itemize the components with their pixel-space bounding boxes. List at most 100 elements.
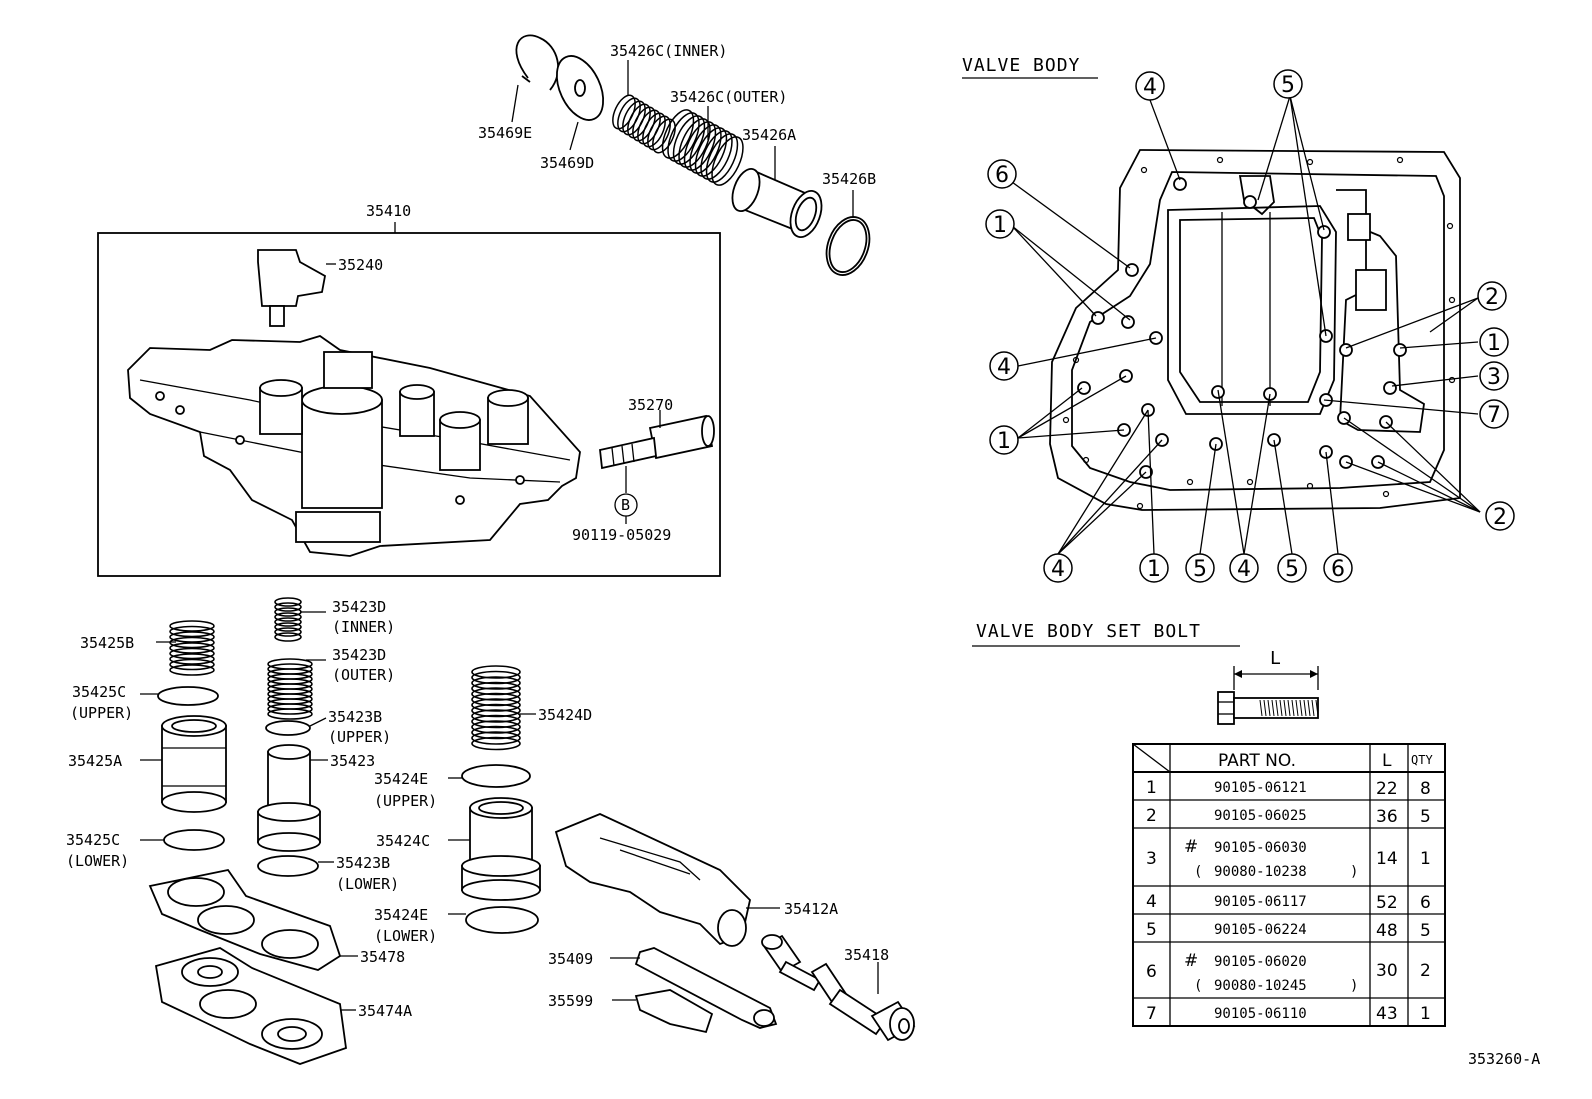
table-row-alt-part: 90080-10245 (1214, 978, 1307, 994)
plate-35599 (634, 989, 714, 1034)
circled-number: 4 (1135, 71, 1165, 101)
table-row-part: 90105-06020 (1214, 954, 1307, 970)
label-35425C-upper-a: 35425C (72, 683, 126, 701)
svg-text:6: 6 (1331, 557, 1345, 582)
table-row-part: 90105-06110 (1214, 1006, 1307, 1022)
svg-text:1: 1 (993, 213, 1007, 238)
circled-number: 1 (985, 209, 1015, 239)
spring-35426C-inner (612, 94, 676, 154)
label-35426B: 35426B (822, 170, 876, 188)
solenoid-35270 (599, 414, 715, 470)
plate-35412A (554, 813, 751, 947)
svg-text:1: 1 (1147, 557, 1161, 582)
circled-number: 6 (1323, 553, 1353, 583)
circled-number: 1 (1479, 327, 1509, 357)
label-35410: 35410 (366, 202, 411, 220)
bolt-table (1132, 743, 1446, 1027)
spring-35426C-outer (661, 109, 744, 186)
label-35424E-upper-a: 35424E (374, 770, 428, 788)
svg-text:6: 6 (995, 163, 1009, 188)
table-row-index: 4 (1146, 892, 1157, 912)
svg-text:3: 3 (1487, 365, 1501, 390)
table-row-part: 90105-06025 (1214, 808, 1307, 824)
table-header-l: L (1382, 751, 1392, 771)
label-35424E-upper-b: (UPPER) (374, 792, 437, 810)
label-35469E: 35469E (478, 124, 532, 142)
table-row-qty: 6 (1420, 893, 1431, 913)
cover-35474A (154, 947, 347, 1065)
o-ring-35426B (825, 216, 871, 276)
circled-number: 6 (987, 159, 1017, 189)
o-ring-35425C-lower (163, 829, 225, 851)
label-35423D-inner-b: (INNER) (332, 618, 395, 636)
table-row-index: 1 (1146, 778, 1157, 798)
table-header-part-no: PART NO. (1218, 751, 1296, 771)
label-35474A: 35474A (358, 1002, 412, 1020)
svg-text:4: 4 (1051, 557, 1065, 582)
table-row-index: 6 (1146, 962, 1157, 982)
snap-ring-35469E (515, 34, 559, 91)
table-row-qty: 1 (1420, 849, 1431, 869)
svg-text:1: 1 (997, 429, 1011, 454)
label-35424E-lower-a: 35424E (374, 906, 428, 924)
label-35425B: 35425B (80, 634, 134, 652)
table-row-part: 90105-06030 (1214, 840, 1307, 856)
circled-number: 7 (1479, 399, 1509, 429)
table-row-index: 3 (1146, 849, 1157, 869)
table-row-paren-close: ) (1350, 978, 1358, 994)
table-row-qty: 5 (1420, 807, 1431, 827)
label-35240: 35240 (338, 256, 383, 274)
piston-35426A (731, 168, 823, 238)
svg-text:5: 5 (1285, 557, 1299, 582)
piston-35424C (461, 797, 541, 901)
svg-text:5: 5 (1281, 73, 1295, 98)
label-35425C-lower-a: 35425C (66, 831, 120, 849)
o-ring-35424E-upper (461, 764, 531, 788)
circled-number: 3 (1479, 361, 1509, 391)
circled-number: 5 (1185, 553, 1215, 583)
table-row-hash: # (1184, 837, 1198, 857)
table-row-qty: 1 (1420, 1004, 1431, 1024)
svg-text:4: 4 (1237, 557, 1251, 582)
label-35426A: 35426A (742, 126, 796, 144)
svg-text:5: 5 (1193, 557, 1207, 582)
length-label: L (1270, 648, 1282, 669)
circled-number: 5 (1273, 69, 1303, 99)
piston-35425A (161, 715, 227, 813)
svg-text:7: 7 (1487, 403, 1501, 428)
label-35423D-outer-a: 35423D (332, 646, 386, 664)
circled-number: 4 (989, 351, 1019, 381)
label-35423B-lower-b: (LOWER) (336, 875, 399, 893)
table-row-part: 90105-06117 (1214, 894, 1307, 910)
label-35423D-outer-b: (OUTER) (332, 666, 395, 684)
label-35423B-lower-a: 35423B (336, 854, 390, 872)
label-35412A: 35412A (784, 900, 838, 918)
label-35423B-upper-b: (UPPER) (328, 728, 391, 746)
table-row-index: 2 (1146, 806, 1157, 826)
label-35425C-upper-b: (UPPER) (70, 704, 133, 722)
label-B: B (621, 496, 630, 514)
spring-35424D (471, 665, 521, 751)
o-ring-35423B-upper (265, 720, 311, 736)
table-row-l: 30 (1376, 961, 1398, 981)
table-row-index: 5 (1146, 920, 1157, 940)
label-35424E-lower-b: (LOWER) (374, 927, 437, 945)
table-row-l: 48 (1376, 921, 1398, 941)
table-row-l: 52 (1376, 893, 1398, 913)
o-ring-35425C-upper (157, 686, 219, 706)
circled-number: 4 (1229, 553, 1259, 583)
bolt-illustration (1217, 666, 1319, 725)
label-35469D: 35469D (540, 154, 594, 172)
valve-body-assembly (127, 335, 581, 557)
valve-35418 (761, 934, 916, 1042)
circled-number: 1 (989, 425, 1019, 455)
table-row-qty: 8 (1420, 779, 1431, 799)
svg-text:1: 1 (1487, 331, 1501, 356)
table-row-alt-part: 90080-10238 (1214, 864, 1307, 880)
svg-text:4: 4 (1143, 75, 1157, 100)
table-row-hash: # (1184, 951, 1198, 971)
label-35409: 35409 (548, 950, 593, 968)
circled-number: 2 (1477, 281, 1507, 311)
o-ring-35424E-lower (465, 906, 539, 934)
